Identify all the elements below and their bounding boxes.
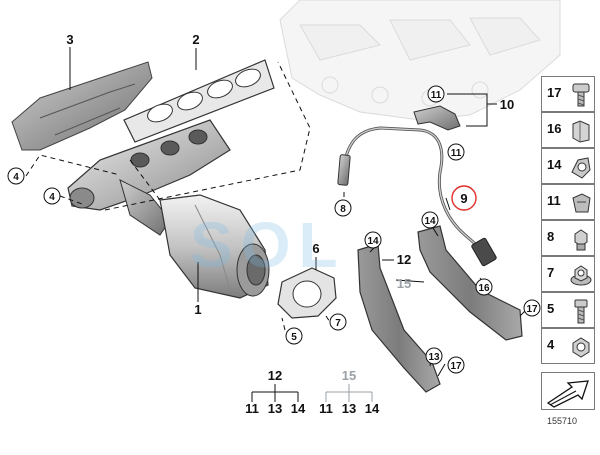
legend-item-7: 7 <box>541 256 595 292</box>
kit-15-lines <box>325 384 373 402</box>
legend-item-17: 17 <box>541 76 595 112</box>
callout-lines <box>69 47 529 402</box>
diagram-id: 155710 <box>547 416 578 426</box>
svg-text:14: 14 <box>367 236 379 247</box>
callout-2: 2 <box>192 32 199 47</box>
callout-17-lower: 17 <box>447 356 465 374</box>
callout-kit-15-parent: 15 <box>342 368 356 383</box>
legend-item-number: 11 <box>547 193 561 208</box>
callout-kit-12-child-1: 11 <box>245 401 259 416</box>
svg-text:17: 17 <box>526 304 538 315</box>
svg-text:7: 7 <box>335 318 341 329</box>
callout-13: 13 <box>425 347 443 365</box>
callout-9-highlighted: 9 <box>451 185 477 211</box>
svg-text:4: 4 <box>13 172 19 183</box>
forward-arrow-icon <box>546 380 589 408</box>
legend-item-5: 5 <box>541 292 595 328</box>
callout-12: 12 <box>397 252 411 267</box>
svg-text:5: 5 <box>291 332 297 343</box>
svg-text:11: 11 <box>451 148 462 159</box>
callout-labels: 3 2 1 6 10 12 12 11 13 14 <box>66 32 514 416</box>
circled-callouts: 4 4 8 5 7 11 11 14 <box>7 85 541 374</box>
callout-labels-faded: 15 15 <box>342 276 411 383</box>
callout-11-upper: 11 <box>427 85 445 103</box>
legend-item-number: 5 <box>547 301 555 316</box>
callout-15: 15 <box>397 276 411 291</box>
bolt-icon <box>570 82 592 113</box>
legend-item-number: 7 <box>547 265 555 280</box>
direction-arrow-box <box>541 372 595 410</box>
heat-shield <box>11 61 153 151</box>
legend-item-16: 16 <box>541 112 595 148</box>
legend-item-number: 8 <box>547 229 555 244</box>
svg-text:14: 14 <box>424 216 436 227</box>
stud-bolt-icon <box>570 298 592 329</box>
callout-kit-12-child-2: 13 <box>268 401 282 416</box>
legend-item-11: 11 <box>541 184 595 220</box>
callout-3: 3 <box>66 32 73 47</box>
svg-text:16: 16 <box>478 283 490 294</box>
callout-11-lower: 11 <box>447 143 465 161</box>
flange-nut-icon <box>570 262 592 293</box>
legend-item-number: 17 <box>547 85 562 100</box>
legend-item-number: 16 <box>547 121 562 136</box>
callout-kit-12-child-3: 14 <box>291 401 306 416</box>
svg-text:8: 8 <box>340 204 346 215</box>
callout-kit-15-child-2: 13 <box>342 401 356 416</box>
watermark: SOL <box>190 209 346 281</box>
callout-10: 10 <box>500 97 514 112</box>
legend-item-number: 4 <box>547 337 555 352</box>
legend-item-number: 14 <box>547 157 562 172</box>
svg-text:17: 17 <box>450 361 462 372</box>
callout-labels-kit15-children: 11 13 14 <box>319 401 380 416</box>
callout-4-upper: 4 <box>7 167 25 185</box>
callout-kit-15-child-3: 14 <box>365 401 380 416</box>
exhaust-manifold-with-catalyst <box>67 119 270 299</box>
callout-1: 1 <box>194 302 201 317</box>
manifold-gasket <box>123 59 275 143</box>
svg-text:11: 11 <box>431 90 442 101</box>
support-bracket-left <box>357 243 441 393</box>
clip-icon <box>570 118 592 149</box>
svg-text:4: 4 <box>49 192 55 203</box>
callout-14-right: 14 <box>421 211 439 229</box>
oxygen-sensor-cable <box>337 105 497 267</box>
flange-gasket <box>277 267 337 319</box>
legend-item-8: 8 <box>541 220 595 256</box>
engine-block-illustration <box>279 0 561 121</box>
legend-item-14: 14 <box>541 148 595 184</box>
callout-5: 5 <box>285 327 303 345</box>
cable-holder-icon <box>570 154 592 185</box>
callout-kit-15-child-1: 11 <box>319 401 333 416</box>
support-bracket-right <box>417 225 523 341</box>
svg-text:13: 13 <box>428 352 440 363</box>
callout-8: 8 <box>334 199 352 217</box>
cable-clip-icon <box>570 190 592 221</box>
callout-14-left: 14 <box>364 231 382 249</box>
callout-7: 7 <box>329 313 347 331</box>
legend-item-4: 4 <box>541 328 595 364</box>
callout-6: 6 <box>312 241 319 256</box>
svg-text:9: 9 <box>460 191 467 206</box>
callout-16: 16 <box>475 278 493 296</box>
hex-nut-icon <box>570 334 592 365</box>
sensor-nut-icon <box>570 226 592 257</box>
callout-4-lower: 4 <box>43 187 61 205</box>
callout-kit-12-parent: 12 <box>268 368 282 383</box>
callout-17-right: 17 <box>523 299 541 317</box>
